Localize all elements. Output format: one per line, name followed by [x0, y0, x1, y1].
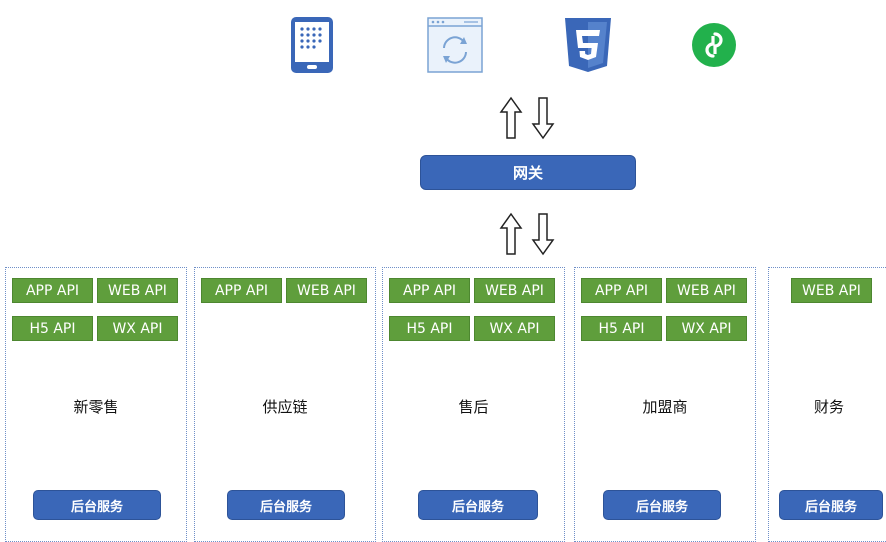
domain-finance: WEB API 财务 后台服务 — [768, 267, 886, 542]
domain-supply-chain: APP API WEB API 供应链 后台服务 — [194, 267, 376, 542]
domain-label: 供应链 — [262, 398, 308, 416]
backend-service-button: 后台服务 — [779, 490, 883, 520]
backend-service-button: 后台服务 — [33, 490, 161, 520]
app-api-tag: APP API — [201, 278, 282, 303]
domain-new-retail: APP API WEB API H5 API WX API 新零售 后台服务 — [5, 267, 187, 542]
domain-after-sales: APP API WEB API H5 API WX API 售后 后台服务 — [382, 267, 565, 542]
domain-label: 售后 — [458, 398, 489, 416]
tablet-icon — [282, 14, 342, 76]
app-api-tag: APP API — [389, 278, 470, 303]
domain-label: 新零售 — [73, 398, 119, 416]
backend-service-button: 后台服务 — [418, 490, 538, 520]
app-api-tag: APP API — [581, 278, 662, 303]
web-api-tag: WEB API — [97, 278, 178, 303]
domain-label: 加盟商 — [642, 398, 688, 416]
browser-refresh-icon — [424, 14, 486, 76]
wx-api-tag: WX API — [97, 316, 178, 341]
h5-api-tag: H5 API — [581, 316, 662, 341]
domain-franchisee: APP API WEB API H5 API WX API 加盟商 后台服务 — [574, 267, 756, 542]
backend-service-button: 后台服务 — [227, 490, 345, 520]
h5-api-tag: H5 API — [12, 316, 93, 341]
app-api-tag: APP API — [12, 278, 93, 303]
domain-label: 财务 — [813, 398, 844, 416]
h5-api-tag: H5 API — [389, 316, 470, 341]
web-api-tag: WEB API — [286, 278, 367, 303]
backend-service-button: 后台服务 — [603, 490, 721, 520]
html5-icon — [558, 14, 618, 76]
web-api-tag: WEB API — [474, 278, 555, 303]
mini-program-icon — [684, 14, 744, 76]
wx-api-tag: WX API — [474, 316, 555, 341]
gateway: 网关 — [420, 155, 636, 190]
web-api-tag: WEB API — [666, 278, 747, 303]
bidirectional-arrow-icon — [499, 212, 555, 256]
wx-api-tag: WX API — [666, 316, 747, 341]
bidirectional-arrow-icon — [499, 96, 555, 140]
web-api-tag: WEB API — [791, 278, 872, 303]
